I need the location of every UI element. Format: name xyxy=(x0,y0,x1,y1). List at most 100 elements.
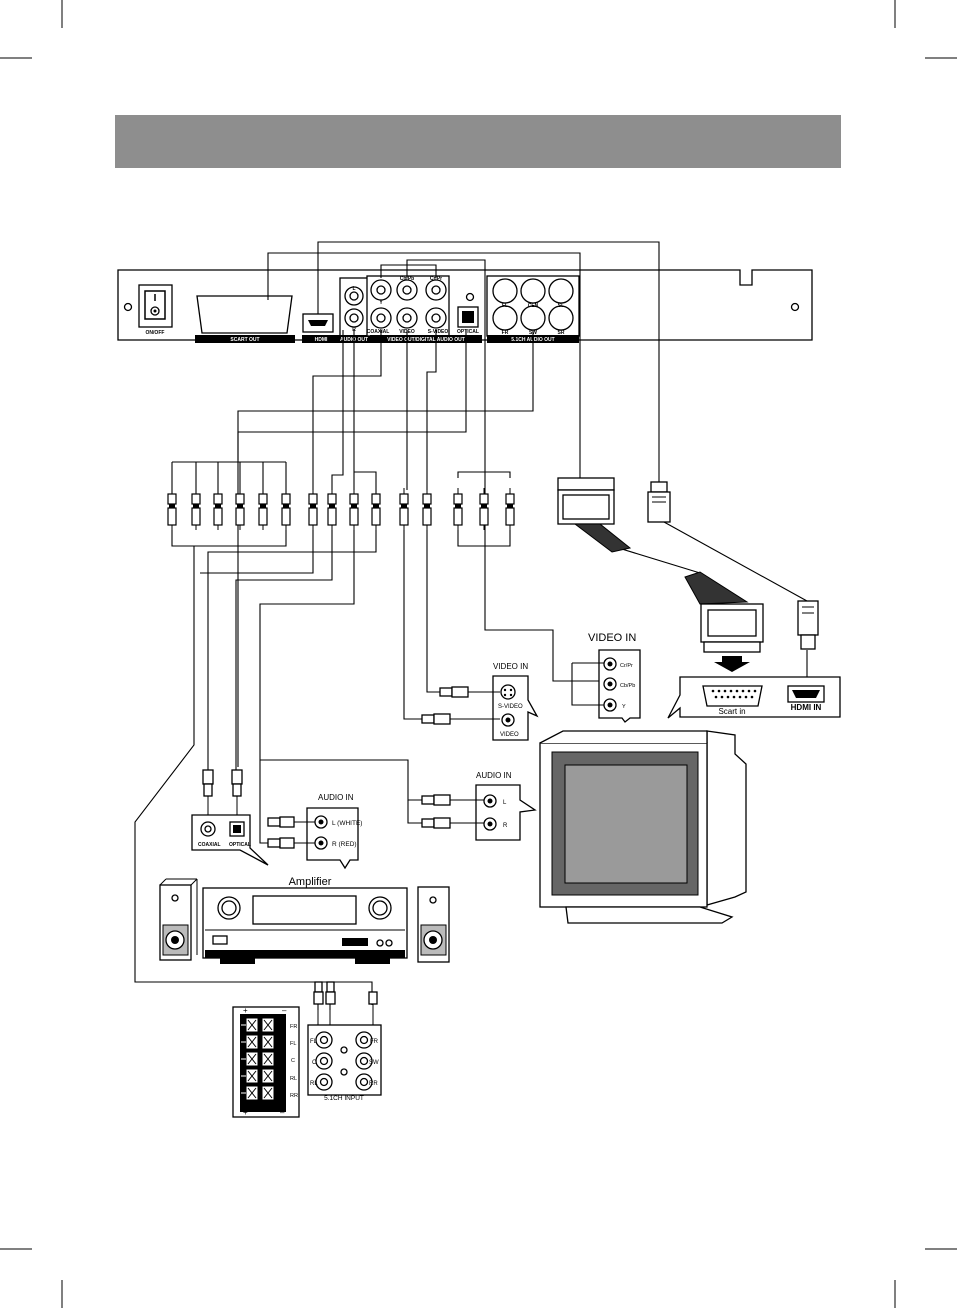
dvd-rear-panel: ON/OFF SCART OUT HDMI L R AUDIO OU xyxy=(117,269,813,343)
speaker-label-rl: RL xyxy=(290,1076,297,1082)
amplifier-unit: Amplifier xyxy=(202,876,408,964)
component-title: VIDEO IN xyxy=(588,632,636,644)
amp-audio-in-left-label: L (WHITE) xyxy=(332,820,362,827)
cables xyxy=(134,241,808,1010)
speaker-label-fl: FL xyxy=(290,1041,296,1047)
jack-fr-label: FR xyxy=(502,330,509,336)
jack-cr-in-label: Cr/Pr xyxy=(620,663,633,669)
terminal-plus-bottom: + xyxy=(243,1108,248,1117)
amp-optical-label: OPTICAL xyxy=(229,842,251,848)
amplifier-title: Amplifier xyxy=(289,876,332,888)
jack-sr-label: SR xyxy=(558,330,565,336)
jack-cb-label: Cb/Pb xyxy=(400,276,414,282)
hdmi-label: HDMI xyxy=(315,337,328,343)
rca-plug xyxy=(235,488,245,530)
terminal-minus-top: – xyxy=(282,1006,287,1015)
amp-coaxial-label: COAXIAL xyxy=(198,842,221,848)
svideo-in-label: S-VIDEO xyxy=(498,704,523,710)
jack-cr-label: Cr/Pr xyxy=(430,276,442,282)
video-in-label: VIDEO xyxy=(500,732,519,738)
video-digital-label: VIDEO OUT/DIGITAL AUDIO OUT xyxy=(387,337,465,343)
jack-sl-label: SL xyxy=(558,303,564,309)
terminal-screw xyxy=(263,1036,273,1048)
jack-ctr-label: CEN xyxy=(528,303,539,309)
rca-plug xyxy=(505,488,515,530)
section-header-bar xyxy=(115,115,841,168)
left-speaker xyxy=(159,878,198,961)
tv-scart-hdmi-panel: Scart in HDMI IN xyxy=(667,676,841,719)
scart-out-label: SCART OUT xyxy=(230,337,259,343)
input-rl-label: RL xyxy=(310,1081,318,1087)
ch51-input-plugs xyxy=(313,981,378,1028)
hdmi-out-port: HDMI xyxy=(302,313,340,343)
rca-plug xyxy=(258,488,268,530)
rca-plug xyxy=(453,488,463,530)
rca-plug xyxy=(399,488,409,530)
input-fr-label: FR xyxy=(370,1039,379,1045)
tv-audio-l-label: L xyxy=(503,800,507,806)
ch51-input-block: FL C RL FR SW RR 5.1CH INPUT xyxy=(307,1024,382,1102)
terminal-screw xyxy=(247,1036,257,1048)
scart-out-port: SCART OUT xyxy=(195,295,295,343)
terminal-minus-bottom: – xyxy=(280,1108,285,1117)
hdmi-in-label: HDMI IN xyxy=(791,703,822,712)
jack-fl-label: FL xyxy=(502,303,508,309)
rca-plug xyxy=(479,488,489,530)
terminal-plus-top: + xyxy=(243,1006,248,1015)
hdmi-plug-lower xyxy=(797,600,819,650)
rca-plug xyxy=(191,488,201,530)
hdmi-plug-upper xyxy=(647,481,671,523)
speaker-label-rr: RR xyxy=(290,1093,298,1099)
audio-out-l-label: L xyxy=(352,286,355,292)
terminal-screw xyxy=(263,1087,273,1099)
input-fl-label: FL xyxy=(310,1039,318,1045)
optical-jack-label: OPTICAL xyxy=(457,329,479,335)
tv-side-plugs xyxy=(421,686,500,829)
speaker-label-fr: FR xyxy=(290,1024,297,1030)
terminal-screw xyxy=(247,1019,257,1031)
ch51-input-label: 5.1CH INPUT xyxy=(324,1095,364,1102)
tv-audio-in-panel: AUDIO IN L R xyxy=(475,771,537,841)
rca-plug xyxy=(281,488,291,530)
power-label: ON/OFF xyxy=(146,330,165,336)
svideo-jack-label: S-VIDEO xyxy=(428,329,449,335)
scart-plug-lower xyxy=(684,571,764,672)
terminal-screw xyxy=(263,1053,273,1065)
amp-audio-in-title: AUDIO IN xyxy=(318,793,354,802)
scart-in-label: Scart in xyxy=(718,707,745,716)
jack-y-in-label: Y xyxy=(622,704,626,710)
rca-plug-row xyxy=(167,488,515,530)
rca-plug xyxy=(349,488,359,530)
terminal-screw xyxy=(247,1053,257,1065)
terminal-screw xyxy=(263,1070,273,1082)
rca-plug xyxy=(422,488,432,530)
amp-audio-in-right-label: R (RED) xyxy=(332,841,357,848)
terminal-screw xyxy=(247,1070,257,1082)
power-switch[interactable]: ON/OFF xyxy=(138,284,173,336)
svideo-video-in-panel: VIDEO IN S-VIDEO VIDEO xyxy=(492,662,539,741)
tv-audio-in-title: AUDIO IN xyxy=(476,771,512,780)
speaker-label-c: C xyxy=(291,1058,295,1064)
rca-plug xyxy=(308,488,318,530)
amp-inputs: COAXIAL OPTICAL AUDIO IN L (WHITE) R (RE… xyxy=(191,769,362,870)
jack-cb-in-label: Cb/Pb xyxy=(620,683,635,689)
component-video-in-panel: VIDEO IN Cr/Pr Cb/Pb Y xyxy=(571,632,641,723)
tv-audio-r-label: R xyxy=(503,823,508,829)
terminal-screw xyxy=(263,1019,273,1031)
terminal-screw xyxy=(247,1087,257,1099)
input-sw-label: SW xyxy=(369,1060,379,1066)
rca-plug xyxy=(167,488,177,530)
speaker-terminals: + – + – FR FL C RL RR xyxy=(232,1006,300,1118)
right-speaker xyxy=(417,886,450,963)
terminal-cells xyxy=(241,1017,275,1101)
rca-plug xyxy=(327,488,337,530)
scart-plug-upper xyxy=(557,477,632,553)
coaxial-jack-label: COAXIAL xyxy=(367,329,390,335)
television xyxy=(539,730,747,924)
rca-plug xyxy=(213,488,223,530)
input-rr-label: RR xyxy=(369,1081,378,1087)
input-c-label: C xyxy=(312,1060,317,1066)
